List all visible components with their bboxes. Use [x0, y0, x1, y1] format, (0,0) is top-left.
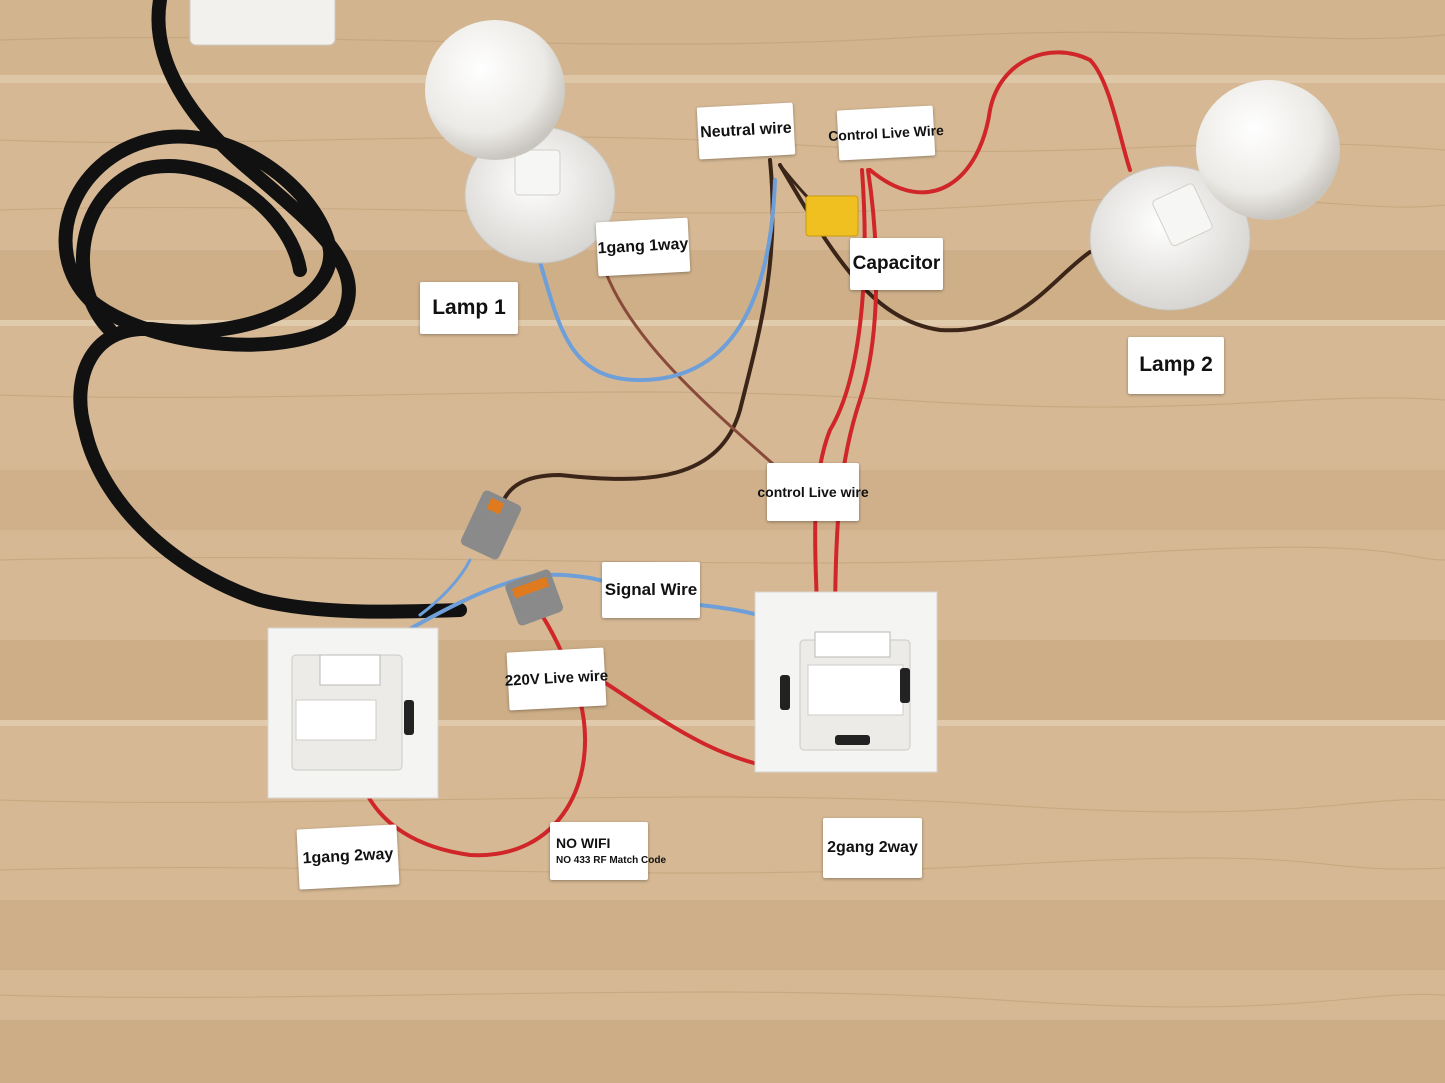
switch-1gang-2way: [267, 627, 439, 799]
lamp-2: [1089, 80, 1340, 311]
capacitor-component: [805, 195, 859, 237]
label-2gang-2way: 2gang 2way: [823, 818, 922, 878]
label-control-live-wire-mid: control Live wire: [757, 463, 869, 521]
lamp-1: [425, 20, 616, 264]
label-lamp-1: Lamp 1: [420, 282, 518, 334]
switch-2gang-2way: [754, 591, 938, 773]
red-wire-lamp2: [868, 50, 1132, 195]
label-capacitor: Capacitor: [850, 238, 943, 290]
label-220v-live-wire: 220V Live wire: [504, 647, 609, 711]
blue-wire-junction: [418, 558, 472, 617]
power-cable: [58, 0, 467, 619]
brown-wire-red-mix: [598, 253, 782, 472]
label-signal-wire: Signal Wire: [602, 562, 700, 618]
wago-connector-2: [505, 569, 564, 626]
label-control-live-wire-top: Control Live Wire: [828, 105, 944, 161]
label-1gang-1way: 1gang 1way: [595, 217, 691, 277]
label-no-wifi-line1: NO WIFI: [556, 835, 611, 852]
label-lamp-2: Lamp 2: [1128, 337, 1224, 394]
blue-wire-lamp1: [538, 178, 777, 383]
label-no-wifi: NO WIFI NO 433 RF Match Code: [550, 822, 666, 880]
label-1gang-2way: 1gang 2way: [296, 824, 400, 890]
label-no-wifi-line2: NO 433 RF Match Code: [556, 855, 667, 867]
wago-connector-1: [460, 490, 522, 560]
label-neutral-wire: Neutral wire: [696, 102, 796, 160]
brown-wire-neutral: [498, 158, 775, 512]
plug-box: [189, 0, 336, 46]
